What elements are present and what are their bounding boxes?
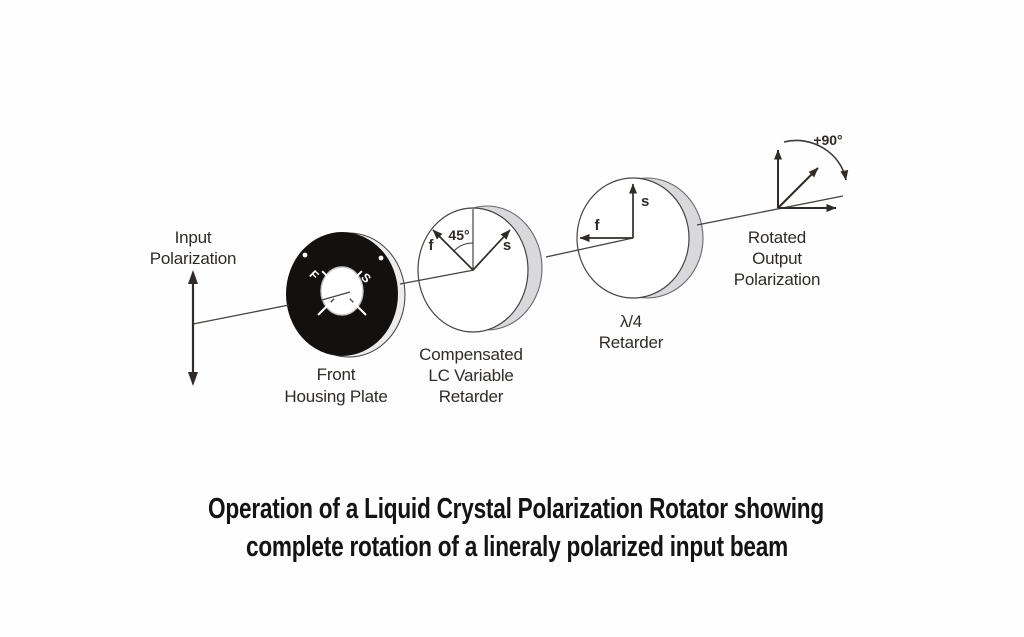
beam-segment-5: [696, 195, 844, 226]
beam-segment-3: [399, 269, 475, 285]
lc-retarder-annotations: f s 45° Compensated LC Variable Retarder: [419, 209, 523, 406]
front-plate-aperture: [320, 266, 364, 316]
beam-segment-4: [545, 237, 634, 258]
rotation-arc-90deg: [783, 139, 849, 181]
ring-tick-nw: [321, 270, 333, 282]
lc-label-line3: Retarder: [439, 387, 504, 406]
output-label-line3: Polarization: [734, 270, 820, 289]
lc-label-line2: LC Variable: [428, 366, 513, 385]
front-plate-caption: Front Housing Plate: [284, 365, 387, 406]
caption-line1: Operation of a Liquid Crystal Polarizati…: [208, 491, 824, 524]
lc-slow-axis-arrow: [472, 229, 511, 271]
ring-tick-sw: [317, 300, 333, 316]
screw-dot-left: [302, 252, 308, 258]
output-polarization: +90° Rotated Output Polarization: [734, 132, 849, 289]
lc-slow-axis-label: s: [503, 237, 511, 254]
output-label-line1: Rotated: [748, 228, 806, 247]
lc-retarder-disc: [417, 205, 543, 333]
figure-caption: Operation of a Liquid Crystal Polarizati…: [208, 491, 824, 562]
caption-line2: complete rotation of a lineraly polarize…: [246, 529, 788, 562]
lc-fast-axis-arrow: [432, 229, 474, 271]
input-label-line1: Input: [175, 228, 212, 247]
front-housing-plate: F S: [286, 232, 406, 358]
input-polarization: Input Polarization: [150, 228, 236, 386]
qw-label-line1: λ/4: [620, 312, 642, 331]
beam-segment-1: [192, 304, 290, 325]
front-plate-label-line2: Housing Plate: [284, 387, 387, 406]
front-plate-label-line1: Front: [317, 365, 356, 384]
lc-label-line1: Compensated: [419, 345, 523, 364]
input-arrowhead-down: [188, 372, 198, 386]
screw-dot-right: [378, 255, 384, 261]
lc-fast-axis-label: f: [429, 237, 435, 254]
ring-tick-se: [351, 300, 367, 316]
ring-tick-ne: [351, 270, 363, 282]
qw-fast-axis-label: f: [595, 217, 601, 234]
ring-tick-se-inner: [349, 298, 354, 303]
beam-segment-2: [321, 291, 351, 301]
beam-line: [192, 195, 844, 325]
quarter-wave-annotations: s f λ/4 Retarder: [579, 183, 664, 352]
qw-label-line2: Retarder: [599, 333, 664, 352]
ring-tick-sw-inner: [330, 298, 335, 303]
rotation-angle-label: +90°: [813, 132, 842, 148]
qw-slow-axis-label: s: [641, 193, 649, 210]
lc-45deg-label: 45°: [448, 227, 469, 243]
output-label-line2: Output: [752, 249, 802, 268]
input-label-line2: Polarization: [150, 249, 236, 268]
input-arrowhead-up: [188, 270, 198, 284]
output-diagonal-arrow: [777, 167, 819, 209]
